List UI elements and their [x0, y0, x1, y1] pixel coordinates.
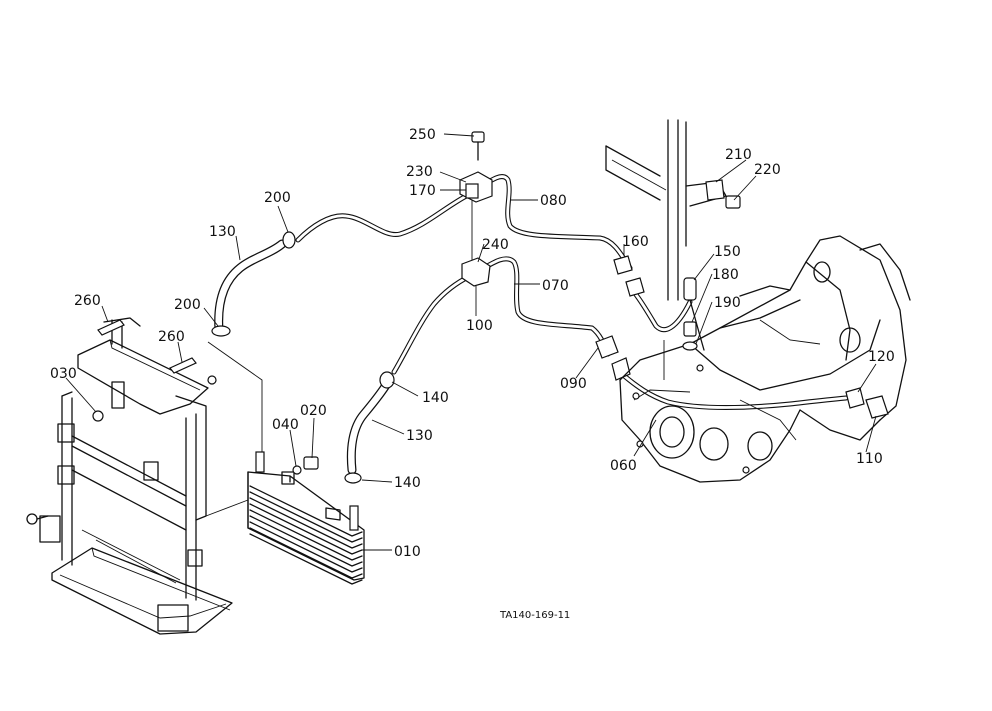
- label-040: 040: [272, 417, 299, 433]
- clip-260-lower: [169, 357, 197, 374]
- label-180: 180: [712, 267, 739, 283]
- pipe-060: [619, 371, 849, 410]
- cooler-fin: [249, 521, 363, 573]
- cooler-fin: [249, 533, 363, 585]
- clamp-210: [705, 179, 725, 201]
- leader-lines: [65, 133, 877, 551]
- cooler-fin: [249, 509, 363, 561]
- cooler-fin: [249, 485, 363, 537]
- frame-pillar: [605, 119, 727, 301]
- label-140-upper: 140: [422, 390, 449, 406]
- label-100: 100: [466, 318, 493, 334]
- washer-190: [682, 341, 698, 351]
- clamp-200-upper: [282, 231, 296, 249]
- clamp-140-upper: [379, 371, 395, 389]
- oil-cooler: [247, 451, 365, 585]
- label-070: 070: [542, 278, 569, 294]
- label-260-upper: 260: [74, 293, 101, 309]
- clamp-240: [461, 257, 491, 287]
- part-labels: 250 230 170 080 210 220 200 130 240 160 …: [50, 127, 895, 560]
- transmission-housing: [619, 235, 911, 483]
- clamp-140-lower: [344, 472, 362, 484]
- bolt-250: [471, 131, 485, 161]
- label-240: 240: [482, 237, 509, 253]
- label-200-lower: 200: [174, 297, 201, 313]
- cooler-fin: [249, 515, 363, 567]
- label-190: 190: [714, 295, 741, 311]
- fitting-090: [595, 335, 631, 381]
- label-140-lower: 140: [394, 475, 421, 491]
- label-010: 010: [394, 544, 421, 560]
- fitting-120: [845, 387, 865, 409]
- label-060: 060: [610, 458, 637, 474]
- label-030: 030: [50, 366, 77, 382]
- fitting-110: [865, 395, 889, 419]
- hose-130-upper: [214, 239, 287, 335]
- pipe-to-150: [631, 289, 693, 333]
- label-170: 170: [409, 183, 436, 199]
- drawing-code: TA140-169-11: [499, 610, 570, 621]
- label-130-lower: 130: [406, 428, 433, 444]
- label-160: 160: [622, 234, 649, 250]
- clip-260-upper: [97, 319, 125, 336]
- label-230: 230: [406, 164, 433, 180]
- fitting-160: [613, 255, 645, 297]
- pipe-080: [467, 174, 633, 271]
- pipe-upper-return: [295, 191, 473, 243]
- bracket-230: [459, 171, 493, 203]
- label-260-lower: 260: [158, 329, 185, 345]
- bolt-020: [303, 456, 319, 470]
- pipe-lower-feed: [391, 273, 473, 375]
- cooler-fin: [249, 497, 363, 549]
- washer-040: [292, 465, 302, 475]
- cooler-fin: [249, 527, 363, 579]
- label-130-upper: 130: [209, 224, 236, 240]
- label-210: 210: [725, 147, 752, 163]
- label-020: 020: [300, 403, 327, 419]
- fitting-180: [683, 321, 697, 337]
- bolt-220: [725, 195, 741, 209]
- clamp-200-lower: [211, 325, 231, 337]
- cooler-fin: [249, 491, 363, 543]
- label-150: 150: [714, 244, 741, 260]
- cooler-fin: [249, 503, 363, 555]
- label-250: 250: [409, 127, 436, 143]
- hose-130-lower: [346, 377, 393, 475]
- label-200-upper: 200: [264, 190, 291, 206]
- label-090: 090: [560, 376, 587, 392]
- label-110: 110: [856, 451, 883, 467]
- pipe-070: [467, 256, 611, 357]
- label-080: 080: [540, 193, 567, 209]
- label-220: 220: [754, 162, 781, 178]
- label-120: 120: [868, 349, 895, 365]
- fitting-150: [683, 277, 697, 301]
